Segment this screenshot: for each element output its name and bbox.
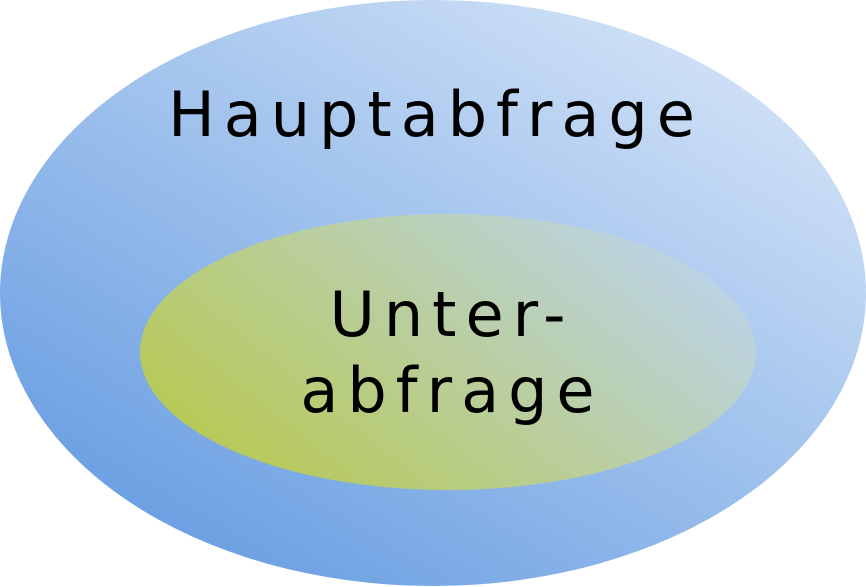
inner-ellipse-subquery [140,214,756,490]
main-query-label: Hauptabfrage [168,78,704,151]
subquery-label-line1: Unter- [329,278,574,351]
subquery-label-line2: abfrage [300,354,603,427]
